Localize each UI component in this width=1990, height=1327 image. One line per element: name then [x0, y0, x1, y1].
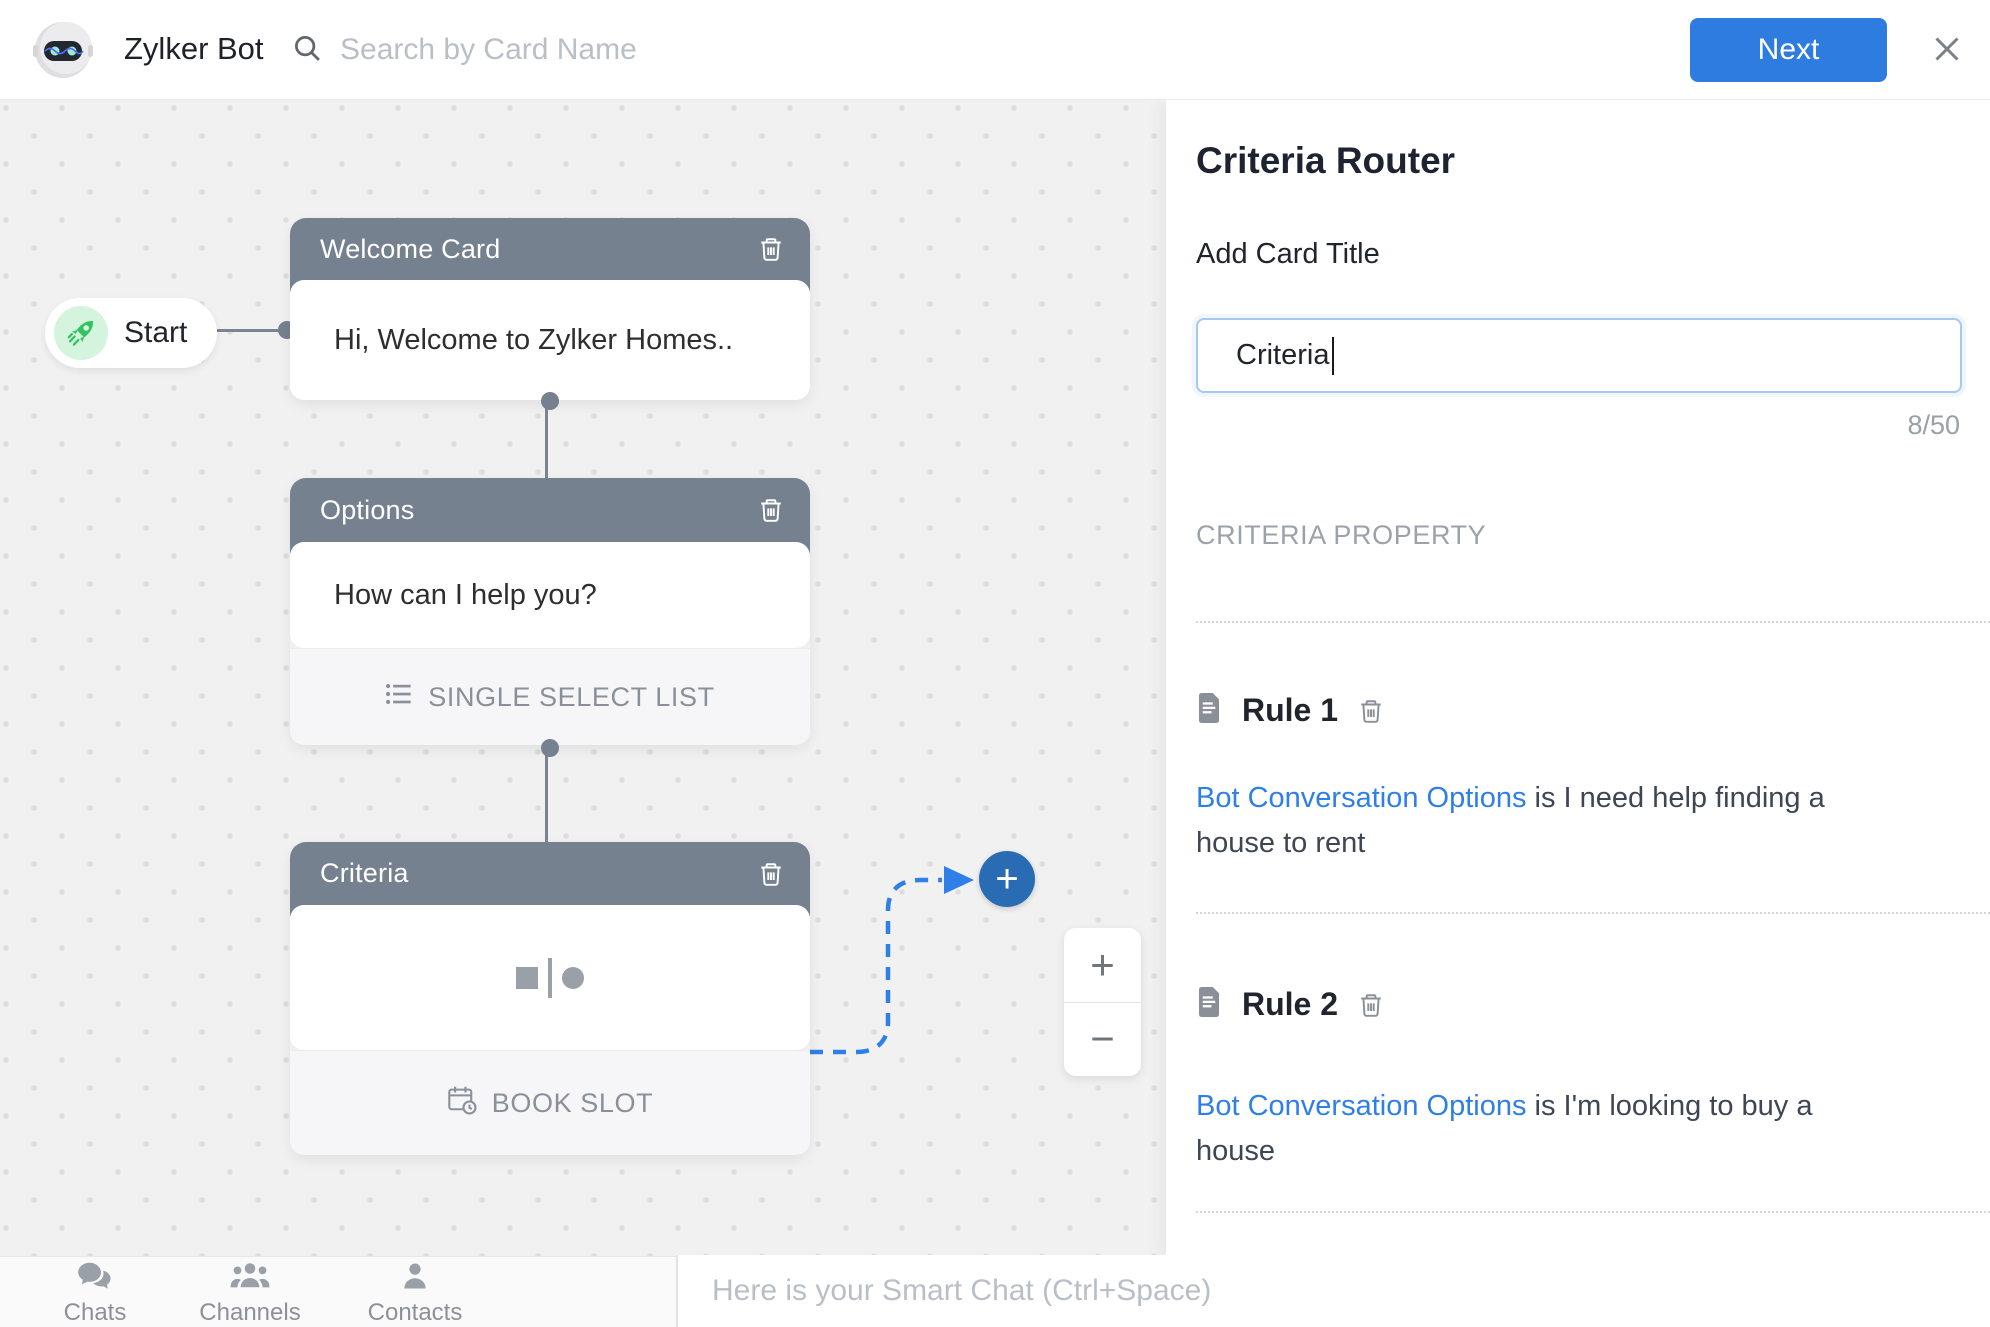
- trash-icon[interactable]: [1358, 697, 1384, 725]
- start-node[interactable]: Start: [45, 298, 217, 368]
- rule-1-name: Rule 1: [1242, 692, 1339, 728]
- card-options-header: Options: [290, 478, 810, 554]
- chats-icon: [77, 1261, 113, 1296]
- list-icon: [385, 682, 413, 713]
- criteria-router-panel: Criteria Router Add Card Title Criteria …: [1166, 100, 1990, 1256]
- card-welcome-body: Hi, Welcome to Zylker Homes..: [290, 280, 810, 410]
- flow-canvas[interactable]: Start Welcome Card Hi, Welcome to Zylker…: [0, 100, 1166, 1256]
- start-label: Start: [124, 316, 188, 349]
- connector-line-1: [545, 399, 548, 479]
- divider: [1196, 912, 1990, 914]
- robot-avatar: [32, 19, 94, 81]
- rule-1-condition: Bot Conversation Options is I need help …: [1196, 776, 1844, 866]
- add-card-button[interactable]: +: [979, 851, 1035, 907]
- card-criteria-footer: BOOK SLOT: [290, 1050, 810, 1155]
- card-title-input[interactable]: Criteria: [1196, 318, 1962, 393]
- search-input[interactable]: [340, 33, 860, 67]
- bottombar-item-chats[interactable]: Chats: [30, 1261, 160, 1327]
- calendar-clock-icon: [447, 1085, 477, 1122]
- zoom-out-button[interactable]: −: [1064, 1003, 1141, 1077]
- card-options-body: How can I help you?: [290, 542, 810, 648]
- bottom-bar: Chats Channels Contacts: [0, 1255, 1990, 1327]
- card-options-title: Options: [320, 494, 415, 525]
- trash-icon[interactable]: [758, 496, 784, 524]
- divider: [1196, 621, 1990, 623]
- close-icon[interactable]: [1928, 31, 1966, 69]
- divider: [1196, 1211, 1990, 1213]
- rule-2-condition-text: is I'm looking to buy a house: [1196, 1090, 1813, 1167]
- document-icon: [1196, 693, 1222, 728]
- bottombar-item-contacts[interactable]: Contacts: [350, 1261, 480, 1327]
- trash-icon[interactable]: [1358, 991, 1384, 1019]
- text-caret: [1332, 336, 1335, 375]
- smart-chat-bar: [676, 1255, 1990, 1327]
- top-bar: Zylker Bot Next: [0, 0, 1990, 100]
- panel-title: Criteria Router: [1196, 140, 1456, 181]
- card-welcome-output-dot[interactable]: [541, 392, 559, 410]
- bottombar-label: Contacts: [367, 1299, 463, 1326]
- channels-icon: [230, 1261, 270, 1296]
- trash-icon[interactable]: [758, 235, 784, 263]
- bottombar-label: Chats: [63, 1299, 127, 1326]
- card-options-output-dot[interactable]: [541, 739, 559, 757]
- card-criteria[interactable]: Criteria: [290, 842, 810, 1155]
- card-welcome-message: Hi, Welcome to Zylker Homes..: [334, 323, 734, 356]
- rocket-icon: [54, 306, 108, 360]
- card-options[interactable]: Options How can I help you?: [290, 478, 810, 757]
- card-criteria-title: Criteria: [320, 858, 409, 888]
- trash-icon[interactable]: [758, 860, 784, 888]
- connector-line-2: [545, 746, 548, 843]
- card-welcome-title: Welcome Card: [320, 233, 501, 264]
- card-criteria-header: Criteria: [290, 842, 810, 917]
- card-options-message: How can I help you?: [334, 578, 597, 611]
- rule-2-condition: Bot Conversation Options is I'm looking …: [1196, 1084, 1844, 1174]
- zoom-controls: + −: [1064, 928, 1141, 1076]
- bottombar-label: Channels: [199, 1299, 301, 1326]
- card-welcome[interactable]: Welcome Card Hi, Welcome to Zylker Homes…: [290, 218, 810, 410]
- rule-1-condition-text: is I need help finding a house to rent: [1196, 782, 1825, 859]
- next-button[interactable]: Next: [1690, 18, 1887, 82]
- card-welcome-header: Welcome Card: [290, 218, 810, 292]
- card-title-value: Criteria: [1236, 339, 1330, 371]
- search-icon: [292, 33, 322, 68]
- bot-name: Zylker Bot: [124, 31, 264, 66]
- card-options-footer-label: SINGLE SELECT LIST: [428, 681, 715, 712]
- rule-1-property-link[interactable]: Bot Conversation Options: [1196, 782, 1527, 814]
- document-icon: [1196, 987, 1222, 1022]
- card-criteria-footer-label: BOOK SLOT: [491, 1087, 654, 1118]
- split-icon: [516, 957, 584, 998]
- rule-2-row[interactable]: Rule 2: [1196, 986, 1384, 1023]
- card-title-label: Add Card Title: [1196, 238, 1380, 270]
- char-counter: 8/50: [1907, 410, 1960, 440]
- criteria-property-label: CRITERIA PROPERTY: [1196, 520, 1487, 550]
- search-bar: [292, 22, 860, 78]
- zoom-in-button[interactable]: +: [1064, 928, 1141, 1003]
- card-options-footer: SINGLE SELECT LIST: [290, 648, 810, 757]
- contacts-icon: [400, 1261, 430, 1296]
- rule-2-name: Rule 2: [1242, 986, 1339, 1022]
- rule-2-property-link[interactable]: Bot Conversation Options: [1196, 1090, 1527, 1122]
- card-criteria-body: [290, 905, 810, 1050]
- start-connector-line: [217, 329, 281, 332]
- bottombar-item-channels[interactable]: Channels: [185, 1261, 315, 1327]
- rule-1-row[interactable]: Rule 1: [1196, 692, 1384, 729]
- smart-chat-input[interactable]: [712, 1274, 1912, 1308]
